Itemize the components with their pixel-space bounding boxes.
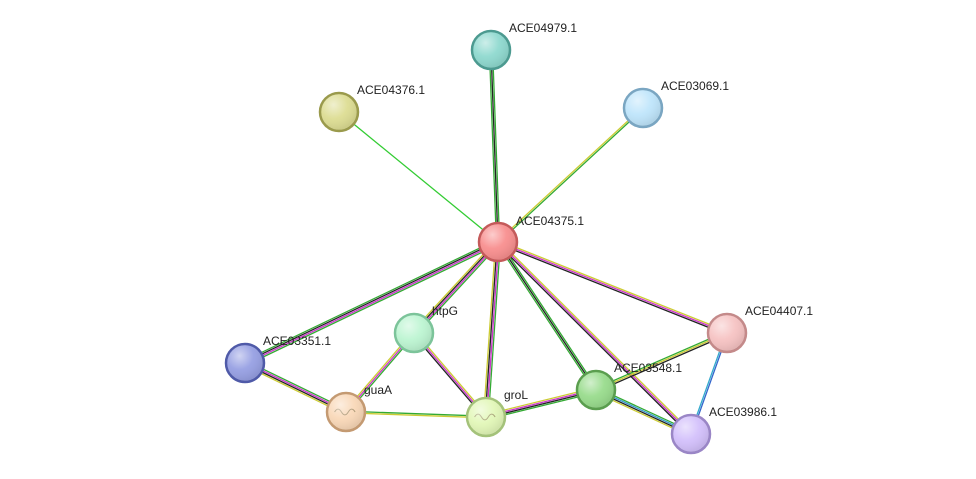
node-highlight: [673, 416, 709, 452]
edge-evidence-line: [346, 410, 487, 417]
node-ace03548-1[interactable]: ACE03548.1: [575, 361, 682, 411]
node-highlight: [480, 224, 516, 260]
node-label: ACE04375.1: [516, 214, 584, 228]
edge-evidence-line: [411, 239, 497, 332]
node-label: groL: [504, 388, 528, 402]
edge-guaA-groL[interactable]: [345, 410, 487, 419]
node-highlight: [709, 315, 745, 351]
edge-evidence-line: [498, 239, 728, 333]
node-highlight: [328, 394, 364, 430]
node-htpg[interactable]: htpG: [393, 304, 458, 354]
edge-evidence-line: [245, 243, 500, 366]
edge-evidence-line: [497, 242, 727, 336]
node-ace03069-1[interactable]: ACE03069.1: [622, 79, 729, 129]
edge-ACE04375.1-groL[interactable]: [482, 241, 502, 418]
node-label: ACE04979.1: [509, 21, 577, 35]
edge-evidence-line: [497, 106, 643, 242]
node-highlight: [396, 315, 432, 351]
node-highlight: [227, 345, 263, 381]
edges-layer: [243, 49, 729, 437]
node-label: ACE03986.1: [709, 405, 777, 419]
node-guaa[interactable]: guaA: [325, 383, 392, 433]
edge-evidence-line: [596, 333, 728, 393]
edge-evidence-line: [484, 241, 498, 417]
edge-evidence-line: [497, 241, 728, 334]
edge-evidence-line: [497, 241, 692, 435]
node-ace04407-1[interactable]: ACE04407.1: [706, 304, 813, 354]
edge-evidence-line: [482, 241, 497, 417]
edge-ACE04375.1-htpG[interactable]: [411, 239, 501, 336]
edge-evidence-line: [243, 239, 498, 362]
node-ace04375-1[interactable]: ACE04375.1: [477, 214, 584, 263]
node-label: guaA: [364, 383, 392, 397]
edge-evidence-line: [245, 242, 499, 365]
edge-ACE04375.1-ACE03986.1[interactable]: [496, 240, 693, 436]
edge-ACE04375.1-ACE03351.1[interactable]: [243, 239, 500, 366]
edge-evidence-line: [244, 240, 498, 363]
node-label: ACE04407.1: [745, 304, 813, 318]
node-highlight: [473, 32, 509, 68]
node-label: ACE03351.1: [263, 334, 331, 348]
edge-evidence-line: [490, 49, 499, 243]
edge-evidence-line: [498, 108, 644, 244]
node-highlight: [468, 399, 504, 435]
edge-evidence-line: [498, 240, 693, 434]
node-label: ACE03548.1: [614, 361, 682, 375]
edge-evidence-line: [491, 49, 501, 242]
edge-evidence-line: [595, 332, 728, 391]
edge-ACE03548.1-ACE04407.1[interactable]: [595, 330, 728, 393]
edge-evidence-line: [412, 241, 498, 333]
node-grol[interactable]: groL: [465, 388, 528, 438]
edge-evidence-line: [496, 242, 691, 436]
edge-ACE04375.1-ACE04407.1[interactable]: [497, 239, 728, 336]
node-label: ACE03069.1: [661, 79, 729, 93]
edge-ACE04375.1-ACE03548.1[interactable]: [496, 240, 598, 392]
edge-ACE04375.1-ACE03069.1[interactable]: [497, 106, 644, 244]
edge-ACE04375.1-ACE04979.1[interactable]: [488, 49, 501, 243]
edge-evidence-line: [487, 242, 502, 418]
node-ace03986-1[interactable]: ACE03986.1: [670, 405, 777, 455]
node-label: ACE04376.1: [357, 83, 425, 97]
edge-evidence-line: [338, 111, 499, 243]
node-ace03351-1[interactable]: ACE03351.1: [224, 334, 331, 384]
node-label: htpG: [432, 304, 458, 318]
edge-evidence-line: [486, 242, 500, 418]
edge-evidence-line: [498, 240, 598, 390]
node-highlight: [578, 372, 614, 408]
edge-evidence-line: [345, 412, 486, 419]
edge-evidence-line: [497, 241, 597, 391]
edge-evidence-line: [496, 242, 596, 392]
node-ace04979-1[interactable]: ACE04979.1: [470, 21, 577, 71]
edge-evidence-line: [415, 243, 501, 336]
edge-evidence-line: [595, 330, 727, 390]
edge-evidence-line: [488, 50, 498, 243]
node-highlight: [321, 94, 357, 130]
node-highlight: [625, 90, 661, 126]
node-ace04376-1[interactable]: ACE04376.1: [318, 83, 425, 133]
edge-evidence-line: [414, 242, 500, 334]
edge-ACE04375.1-ACE04376.1[interactable]: [338, 111, 499, 243]
